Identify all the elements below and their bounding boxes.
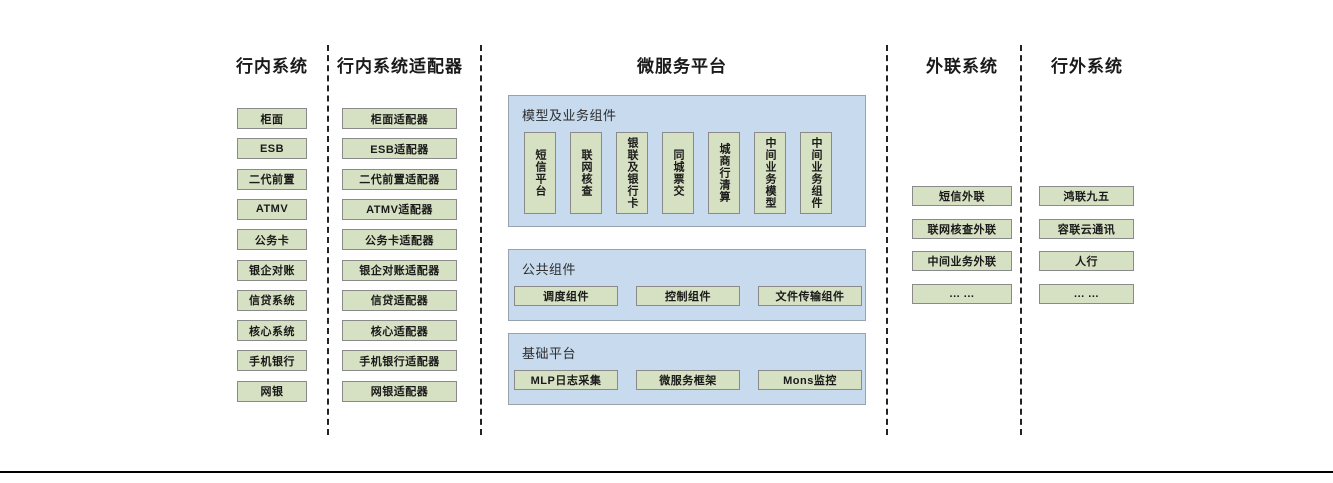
node-internal-systems-6[interactable]: 信贷系统 <box>237 289 307 311</box>
node-label: 城商行清算 <box>718 143 730 203</box>
node-external-link-systems-3[interactable]: ... ... <box>912 283 1012 304</box>
node-public-components-2[interactable]: 文件传输组件 <box>758 286 862 306</box>
column-divider-4 <box>1020 45 1022 435</box>
node-internal-adapters-2[interactable]: 二代前置适配器 <box>342 168 457 190</box>
node-external-link-systems-2[interactable]: 中间业务外联 <box>912 251 1012 271</box>
node-base-platform-0[interactable]: MLP日志采集 <box>514 370 618 390</box>
node-internal-adapters-4[interactable]: 公务卡适配器 <box>342 229 457 251</box>
node-internal-systems-8[interactable]: 手机银行 <box>237 350 307 372</box>
panel-base-platform: 基础平台 MLP日志采集微服务框架 Mons监控 <box>508 333 866 405</box>
node-internal-systems-3[interactable]: ATMV <box>237 198 307 220</box>
column-title-microservice-platform: 微服务平台 <box>637 57 727 76</box>
node-model-business-components-4[interactable]: 城商行清算 <box>708 132 740 214</box>
column-divider-3 <box>886 45 888 435</box>
node-internal-systems-2[interactable]: 二代前置 <box>237 168 307 190</box>
node-internal-adapters-6[interactable]: 信贷适配器 <box>342 289 457 311</box>
node-external-link-systems-1[interactable]: 联网核查外联 <box>912 218 1012 239</box>
node-internal-systems-4[interactable]: 公务卡 <box>237 229 307 251</box>
panel-label-base-platform: 基础平台 <box>522 346 577 361</box>
node-internal-adapters-5[interactable]: 银企对账适配器 <box>342 259 457 281</box>
panel-model-business-components: 模型及业务组件短信平台 联网核查 银联及银行卡 同城票交 城商行清算 中间业务模型 中间业务… <box>508 95 866 227</box>
architecture-diagram: 行内系统 行内系统适配器 微服务平台 外联系统 行外系统柜面 ESB 二代前置 ATMV 公务卡… <box>236 45 1134 435</box>
column-title-internal-adapters: 行内系统适配器 <box>337 57 463 76</box>
node-public-components-0[interactable]: 调度组件 <box>514 286 618 306</box>
node-base-platform-2[interactable]: Mons监控 <box>758 370 862 390</box>
node-internal-systems-5[interactable]: 银企对账 <box>237 259 307 281</box>
node-label: 短信平台 <box>534 149 546 197</box>
panel-label-public-components: 公共组件 <box>522 262 577 277</box>
node-internal-adapters-3[interactable]: ATMV适配器 <box>342 198 457 220</box>
node-external-link-systems-0[interactable]: 短信外联 <box>912 186 1012 206</box>
node-model-business-components-1[interactable]: 联网核查 <box>570 132 602 214</box>
node-model-business-components-6[interactable]: 中间业务组件 <box>800 132 832 214</box>
node-internal-systems-1[interactable]: ESB <box>237 138 307 160</box>
node-label: 联网核查 <box>580 149 592 197</box>
node-label: 同城票交 <box>672 149 684 197</box>
node-label: 中间业务组件 <box>810 137 822 209</box>
node-internal-adapters-8[interactable]: 手机银行适配器 <box>342 350 457 372</box>
node-model-business-components-5[interactable]: 中间业务模型 <box>754 132 786 214</box>
bottom-divider-rule <box>0 471 1333 473</box>
column-title-internal-systems: 行内系统 <box>236 57 308 76</box>
node-internal-systems-9[interactable]: 网银 <box>237 380 307 402</box>
node-outside-bank-systems-0[interactable]: 鸿联九五 <box>1039 186 1134 206</box>
node-model-business-components-3[interactable]: 同城票交 <box>662 132 694 214</box>
node-label: 银联及银行卡 <box>626 137 638 209</box>
node-public-components-1[interactable]: 控制组件 <box>636 286 740 306</box>
node-label: 中间业务模型 <box>764 137 776 209</box>
node-outside-bank-systems-3[interactable]: ... ... <box>1039 283 1134 304</box>
node-internal-adapters-0[interactable]: 柜面适配器 <box>342 108 457 129</box>
node-internal-adapters-7[interactable]: 核心适配器 <box>342 320 457 342</box>
node-model-business-components-2[interactable]: 银联及银行卡 <box>616 132 648 214</box>
column-title-external-link-systems: 外联系统 <box>926 57 998 76</box>
node-internal-adapters-9[interactable]: 网银适配器 <box>342 380 457 402</box>
node-model-business-components-0[interactable]: 短信平台 <box>524 132 556 214</box>
node-base-platform-1[interactable]: 微服务框架 <box>636 370 740 390</box>
node-internal-systems-7[interactable]: 核心系统 <box>237 320 307 342</box>
node-outside-bank-systems-2[interactable]: 人行 <box>1039 251 1134 271</box>
panel-label-model-business-components: 模型及业务组件 <box>522 108 617 123</box>
column-title-outside-bank-systems: 行外系统 <box>1051 57 1123 76</box>
column-divider-2 <box>480 45 482 435</box>
node-outside-bank-systems-1[interactable]: 容联云通讯 <box>1039 218 1134 239</box>
node-internal-systems-0[interactable]: 柜面 <box>237 108 307 129</box>
panel-public-components: 公共组件调度组件控制组件文件传输组件 <box>508 249 866 321</box>
node-internal-adapters-1[interactable]: ESB适配器 <box>342 138 457 160</box>
column-divider-1 <box>327 45 329 435</box>
